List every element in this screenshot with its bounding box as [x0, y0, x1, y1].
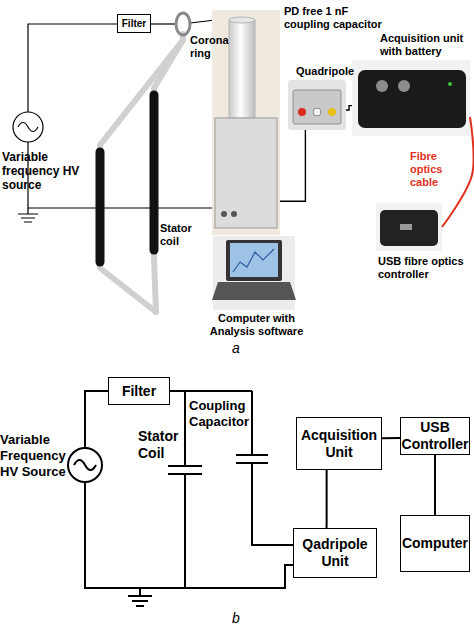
circuit-wire	[85, 391, 108, 448]
ground-symbol	[18, 208, 38, 222]
photo-background	[288, 80, 346, 130]
controller-case	[380, 210, 438, 246]
coil-conductor	[100, 34, 183, 312]
part-label: Variable frequency HV source	[2, 150, 82, 192]
box-label: Computer	[402, 535, 468, 552]
corona-ring	[176, 13, 190, 35]
usb-port	[400, 224, 412, 230]
screen-plot	[233, 249, 274, 272]
laptop-base	[212, 282, 296, 300]
device-label: Acquisition unit with battery	[380, 32, 470, 58]
device-label: Computer with Analysis software	[199, 312, 314, 338]
device-photo: Acquisition unit with battery	[352, 60, 470, 136]
figure-label: a	[232, 340, 246, 357]
ac-source-symbol	[13, 112, 43, 142]
connector	[313, 108, 321, 116]
device-label: Quadripole	[296, 65, 366, 78]
signal-cable	[434, 455, 436, 515]
block-box: Filter	[108, 377, 170, 405]
connector	[376, 80, 388, 92]
connector	[298, 108, 306, 116]
box-label: Filter	[122, 18, 146, 30]
capacitor-symbol	[236, 455, 268, 463]
capacitor-cylinder	[229, 20, 255, 118]
cable-label: Fibre optics cable	[410, 150, 468, 189]
signal-cable	[346, 106, 352, 110]
block-box: USB Controller	[400, 417, 470, 455]
box-label: USB Controller	[401, 419, 469, 453]
part-label: Coupling Capacitor	[189, 398, 251, 430]
box-label: Acquisition Unit	[297, 427, 381, 461]
photo-background	[213, 236, 295, 310]
signal-cable	[382, 437, 400, 439]
laptop-screen	[226, 240, 282, 281]
circuit-wire	[18, 18, 232, 222]
part-label: Stator coil	[160, 222, 200, 248]
part-label: Corona ring	[190, 34, 230, 60]
connector	[221, 211, 227, 217]
coil-conductor	[154, 40, 183, 312]
photo-background	[352, 60, 470, 136]
laptop-display	[230, 243, 278, 277]
device-photo: Computer with Analysis software	[213, 236, 295, 310]
device-photo: Quadripole	[288, 80, 346, 130]
capacitor-base	[215, 118, 277, 228]
schematic-wires	[85, 391, 293, 606]
capacitor-symbol	[168, 466, 202, 474]
device-label: USB fibre optics controller	[378, 255, 472, 281]
ac-source-symbol	[68, 448, 102, 482]
box-label: Filter	[122, 383, 156, 400]
device-label: PD free 1 nF coupling capacitor	[284, 5, 382, 31]
block-box: Computer	[400, 515, 470, 572]
connector	[398, 80, 410, 92]
ac-sine-symbol	[74, 460, 96, 470]
device-photo: USB fibre optics controller	[376, 203, 442, 251]
circuit-wire	[85, 482, 293, 588]
connector	[231, 211, 237, 217]
fibre-optic-cable	[442, 117, 474, 227]
status-led	[448, 82, 452, 86]
coil-insulation	[150, 95, 159, 250]
figure-label: b	[232, 610, 246, 627]
signal-cable	[280, 130, 305, 201]
quadripole-case	[293, 90, 341, 124]
box-label: Qadripole Unit	[294, 536, 376, 570]
filter-box: Filter	[117, 14, 151, 33]
block-box: Acquisition Unit	[296, 417, 382, 470]
circuit-wire	[184, 391, 186, 588]
acquisition-case	[358, 70, 466, 128]
capacitor-cap	[229, 17, 255, 23]
circuit-wire	[28, 24, 117, 112]
circuit-wire	[252, 391, 293, 545]
connector	[328, 108, 336, 116]
part-label: Stator Coil	[138, 428, 184, 462]
ac-sine-symbol	[18, 123, 38, 132]
block-box: Qadripole Unit	[293, 528, 377, 578]
coil-insulation	[96, 152, 105, 262]
stator-coil-drawing	[100, 34, 183, 312]
photo-background	[376, 203, 442, 251]
ground-symbol	[128, 588, 152, 606]
circuit-wire	[151, 23, 176, 24]
circuit-wire	[170, 390, 252, 392]
part-label: Variable Frequency HV Source	[0, 432, 70, 480]
signal-cable	[326, 470, 328, 528]
